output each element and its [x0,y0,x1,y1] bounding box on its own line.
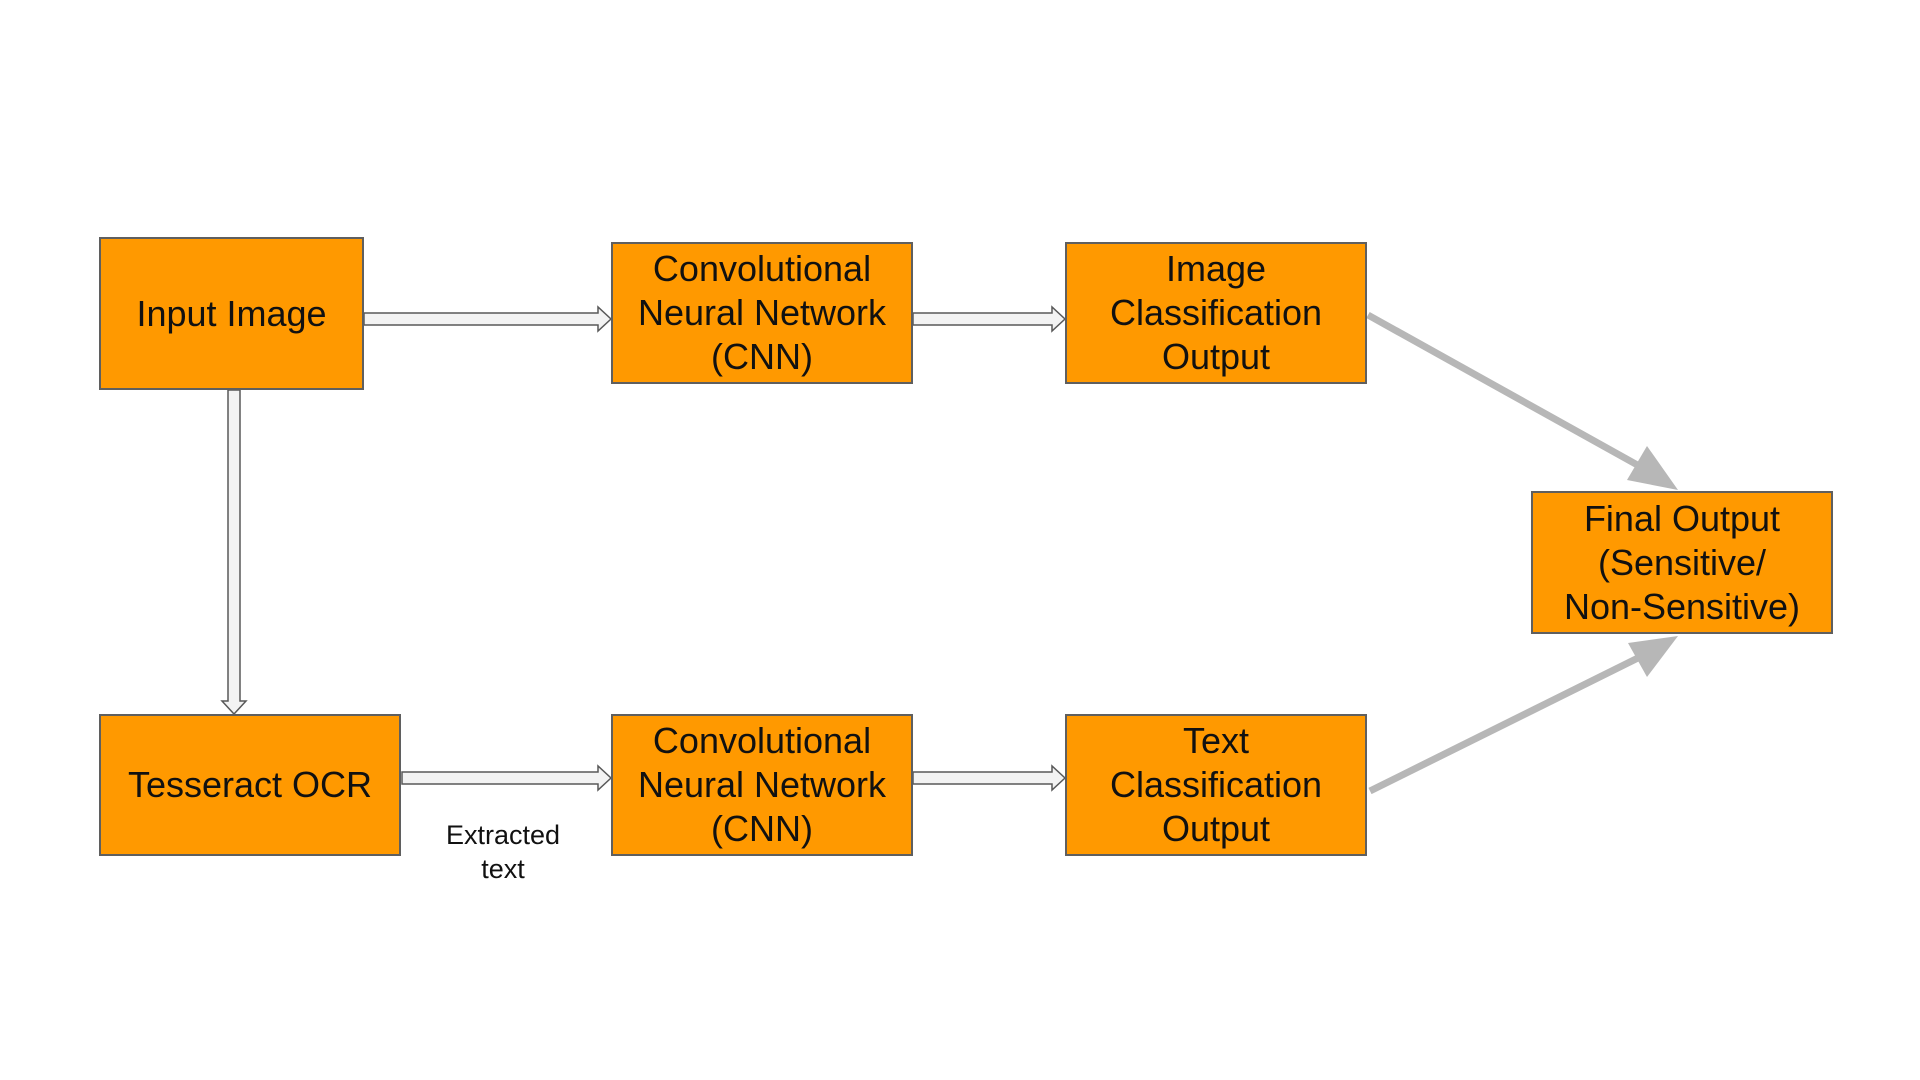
extracted-text-label: Extracted text [445,820,561,884]
final-output-label: Final Output (Sensitive/ Non-Sensitive) [1563,497,1801,627]
final-output-node: Final Output (Sensitive/ Non-Sensitive) [1531,491,1833,634]
text-classification-node: Text Classification Output [1065,714,1367,856]
image-classification-label: Image Classification Output [1109,248,1323,377]
cnn-bottom-node: Convolutional Neural Network (CNN) [611,714,913,856]
tesseract-ocr-label: Tesseract OCR [127,764,373,805]
arrow-text-classification-to-final-line [1368,648,1652,795]
text-classification-label: Text Classification Output [1109,720,1323,849]
tesseract-ocr-node: Tesseract OCR [99,714,401,856]
image-classification-node: Image Classification Output [1065,242,1367,384]
input-image-label: Input Image [136,292,327,334]
arrow-tesseract-to-cnn-bottom [401,764,613,792]
arrow-cnn-top-to-image-classification [912,305,1067,333]
cnn-top-label: Convolutional Neural Network (CNN) [637,248,887,377]
arrow-image-classification-to-final-line [1366,311,1652,476]
arrow-image-classification-to-final-head [1627,446,1678,490]
cnn-top-node: Convolutional Neural Network (CNN) [611,242,913,384]
arrow-input-to-cnn-top [363,305,613,333]
arrow-text-classification-to-final-head [1628,636,1678,677]
arrow-cnn-bottom-to-text-classification [912,764,1067,792]
input-image-node: Input Image [99,237,364,390]
cnn-bottom-label: Convolutional Neural Network (CNN) [637,720,887,849]
arrow-input-to-tesseract [220,389,248,716]
